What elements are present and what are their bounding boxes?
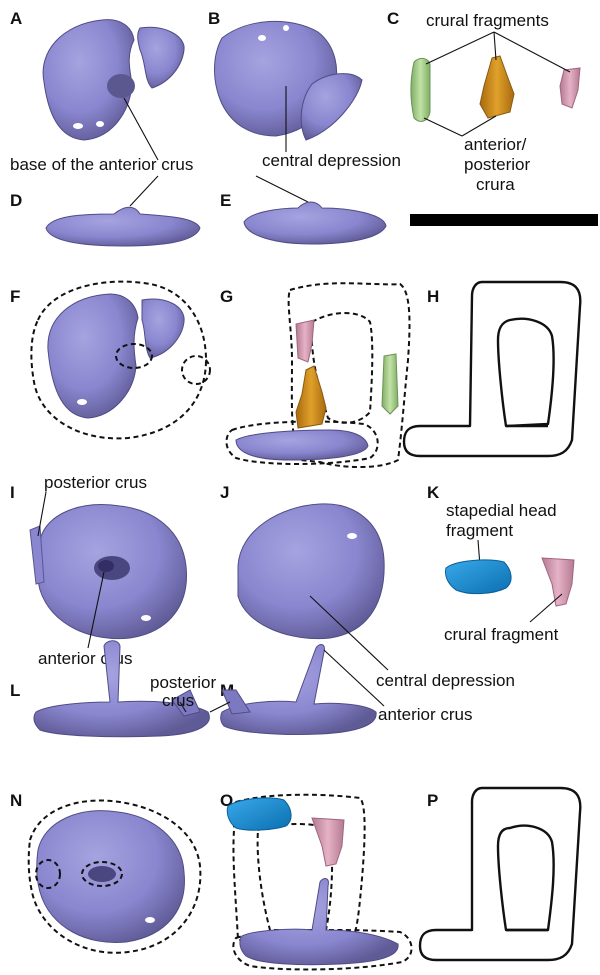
- panel-letter-i: I: [10, 483, 15, 502]
- o-stapedial-head-blue: [227, 798, 291, 830]
- label-stapedial-head-1: stapedial head: [446, 501, 557, 520]
- panel-p-outline: [420, 788, 580, 960]
- panel-letter-e: E: [220, 191, 231, 210]
- k-crural-fragment-pink: [542, 558, 574, 606]
- panel-e-side: [244, 202, 386, 244]
- label-posterior-crus-lm-1: posterior: [150, 673, 216, 692]
- panel-k-fragments: stapedial head fragment crural fragment: [444, 501, 574, 644]
- label-central-depression-top: central depression: [262, 151, 401, 170]
- panel-d-side: [46, 207, 200, 246]
- panel-letter-b: B: [208, 9, 220, 28]
- panel-letter-j: J: [220, 483, 229, 502]
- label-stapedial-head-2: fragment: [446, 521, 513, 540]
- panel-letter-h: H: [427, 287, 439, 306]
- label-central-depression-bottom: central depression: [376, 671, 515, 690]
- panel-f-reconstruction: [31, 282, 210, 439]
- panel-a-footplate: [43, 20, 184, 140]
- panel-c-fragments: crural fragments anterior/ posterior cru…: [411, 11, 580, 194]
- panel-letter-l: L: [10, 681, 20, 700]
- o-crural-fragment-pink: [312, 818, 344, 866]
- panel-letter-n: N: [10, 791, 22, 810]
- label-posterior-crus-lm-2: crus: [162, 691, 194, 710]
- g-crura-orange: [296, 366, 326, 428]
- panel-letter-f: F: [10, 287, 20, 306]
- label-base-of-anterior-crus: base of the anterior crus: [10, 155, 193, 174]
- panel-letter-g: G: [220, 287, 233, 306]
- panel-letter-c: C: [387, 9, 399, 28]
- panel-g-reconstruction: [226, 283, 409, 467]
- label-crural-fragments: crural fragments: [426, 11, 549, 30]
- crural-fragment-green: [411, 58, 430, 121]
- label-posterior-crus: posterior crus: [44, 473, 147, 492]
- panel-h-outline: [404, 282, 580, 456]
- panel-o-reconstruction: [227, 795, 411, 970]
- crural-fragment-pink: [560, 68, 580, 108]
- g-crural-fragment-green: [382, 354, 398, 414]
- g-crural-fragment-pink: [296, 320, 314, 362]
- label-anterior-posterior-3: crura: [476, 175, 515, 194]
- panel-letter-p: P: [427, 791, 438, 810]
- stapedial-head-fragment-blue: [445, 560, 511, 594]
- panel-letter-k: K: [427, 483, 440, 502]
- panel-m-side: [221, 645, 376, 735]
- label-crural-fragment: crural fragment: [444, 625, 559, 644]
- anterior-posterior-crura-orange: [480, 56, 514, 118]
- label-anterior-crus-m: anterior crus: [378, 705, 472, 724]
- panel-i-footplate: posterior crus anterior crus: [30, 473, 187, 668]
- panel-letter-a: A: [10, 9, 22, 28]
- scale-bar: [410, 214, 598, 226]
- panel-letter-d: D: [10, 191, 22, 210]
- panel-n-reconstruction: [29, 801, 201, 953]
- panel-b-footplate: [215, 21, 363, 140]
- panel-j-footplate: [238, 504, 388, 670]
- label-anterior-posterior-2: posterior: [464, 155, 530, 174]
- label-anterior-posterior-1: anterior/: [464, 135, 527, 154]
